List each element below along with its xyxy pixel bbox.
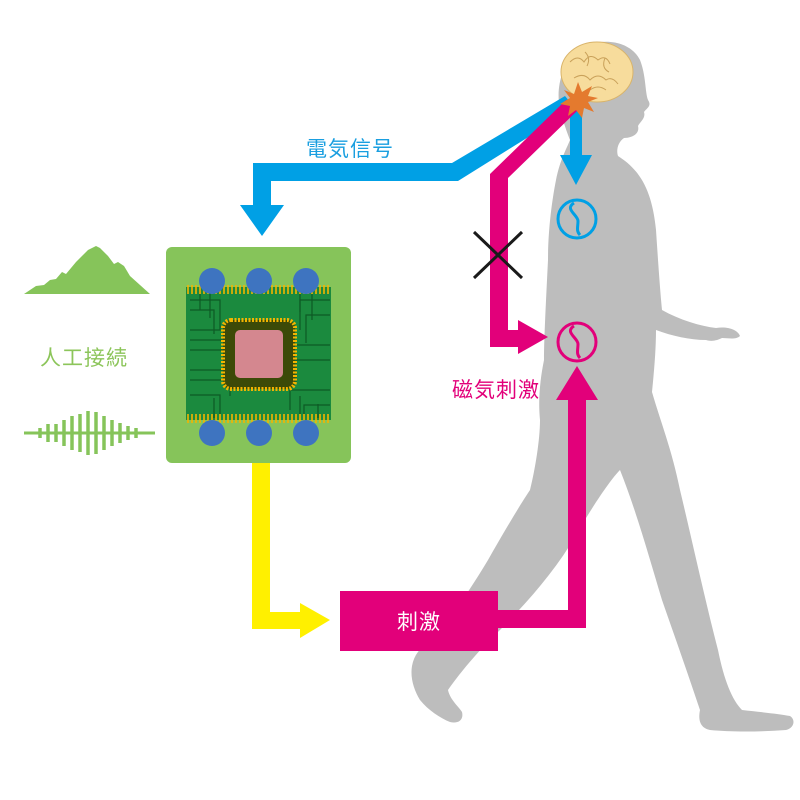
spinal-node-icon (556, 321, 598, 363)
microchip-icon (166, 247, 351, 463)
chip-output-arrow (252, 462, 330, 638)
brain-icon (560, 41, 634, 103)
electrical-signal-label: 電気信号 (306, 137, 394, 161)
mountain-wave-icon (24, 246, 150, 294)
cross-mark-icon (472, 230, 524, 280)
stimulation-return-arrow (498, 366, 598, 628)
spark-burst-icon (560, 82, 598, 118)
spinal-node-icon (556, 198, 598, 240)
spinal-signal-arrow (560, 100, 592, 185)
person-silhouette (411, 41, 794, 732)
magnetic-stimulation-arrow (490, 100, 578, 354)
artificial-connection-label: 人工接続 (40, 346, 128, 370)
magnetic-stimulation-label: 磁気刺激 (452, 378, 540, 402)
stimulation-box: 刺激 (340, 591, 498, 651)
stimulation-label: 刺激 (397, 610, 441, 634)
signal-waveform-icon (24, 411, 155, 455)
electrical-signal-arrow (240, 96, 575, 236)
